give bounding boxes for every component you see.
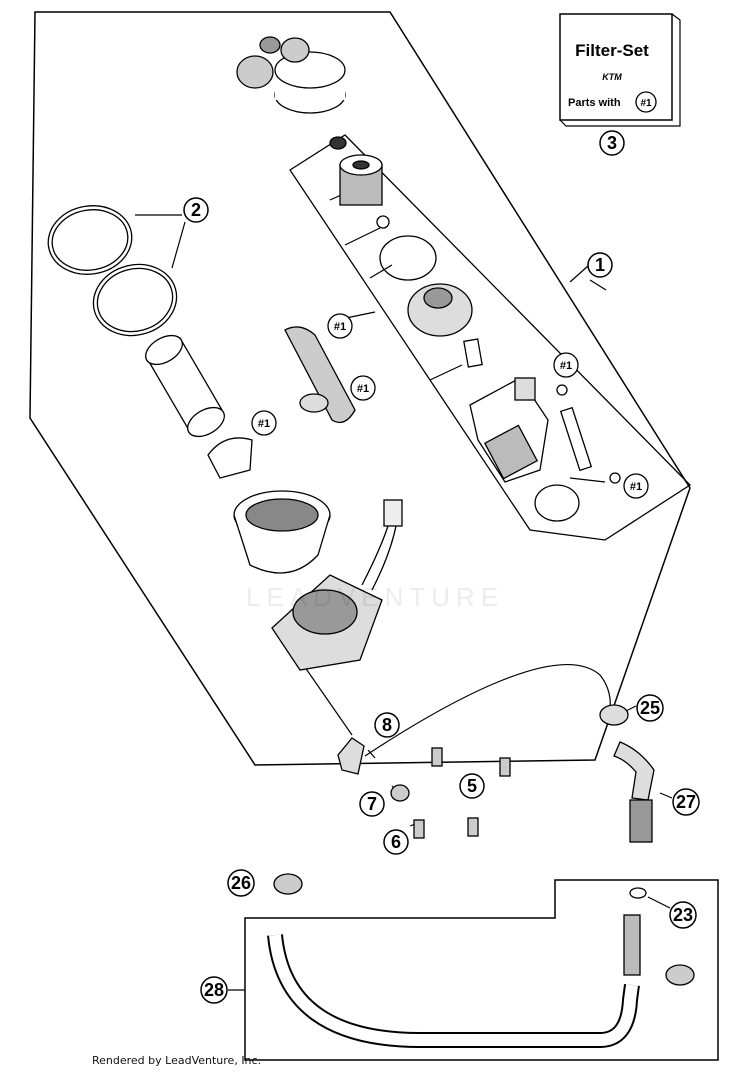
- strainer: [284, 326, 356, 424]
- svg-text:1: 1: [595, 255, 605, 275]
- o-ring-large-a: [47, 205, 133, 275]
- svg-text:#1: #1: [357, 383, 369, 395]
- screws: [390, 747, 511, 839]
- hose-clamp-26: [273, 873, 303, 895]
- svg-text:3: 3: [607, 133, 617, 153]
- small-o-ring-top: [376, 215, 390, 229]
- fitting: [623, 914, 641, 976]
- connector-tube: [463, 338, 483, 368]
- callout-28: 28: [200, 976, 228, 1004]
- tag-1-e: #1: [623, 473, 649, 499]
- svg-text:27: 27: [676, 792, 696, 812]
- svg-text:#1: #1: [560, 360, 572, 372]
- o-ring-large-a-inner: [51, 209, 129, 271]
- small-o-ring-right-b: [609, 472, 621, 484]
- elbow-connector: [613, 741, 655, 843]
- pump-flange: [271, 574, 383, 671]
- callout-2: 2: [183, 197, 209, 223]
- pump-motor: [469, 377, 549, 483]
- o-ring-medium: [379, 235, 437, 281]
- tag-1-a: #1: [327, 313, 353, 339]
- filter-set-parts-tag: #1: [640, 98, 652, 109]
- callout-7: 7: [359, 791, 385, 817]
- parts: [47, 36, 695, 1048]
- filter-set-parts-text: Parts with: [568, 97, 621, 109]
- callout-26: 26: [227, 869, 255, 897]
- tag-1-c: #1: [251, 410, 277, 436]
- hose-clamp-kit: [665, 964, 695, 986]
- svg-text:8: 8: [382, 715, 392, 735]
- leader-lines: [135, 179, 673, 991]
- tag-1-d: #1: [553, 352, 579, 378]
- svg-text:#1: #1: [630, 481, 642, 493]
- main-assembly-outline: [29, 11, 691, 766]
- svg-text:7: 7: [367, 794, 377, 814]
- bracket: [207, 437, 253, 479]
- svg-text:26: 26: [231, 873, 251, 893]
- svg-text:2: 2: [191, 200, 201, 220]
- callout-1: 1: [587, 252, 613, 278]
- svg-text:23: 23: [673, 905, 693, 925]
- o-ring-large-b-inner: [96, 267, 174, 333]
- svg-text:#1: #1: [258, 418, 270, 430]
- hose-bracket: [337, 737, 365, 775]
- callout-8: 8: [374, 712, 400, 738]
- filter-set-brand: KTM: [602, 72, 622, 82]
- base-cup: [233, 490, 331, 574]
- spring: [329, 136, 347, 150]
- callout-3: 3: [599, 130, 625, 156]
- pump-head: [236, 36, 346, 114]
- svg-text:28: 28: [204, 980, 224, 1000]
- svg-text:6: 6: [391, 832, 401, 852]
- callout-6: 6: [383, 829, 409, 855]
- footer-credit: Rendered by LeadVenture, Inc.: [92, 1054, 262, 1067]
- callout-27: 27: [672, 788, 700, 816]
- o-ring-bottom: [534, 484, 580, 522]
- clip: [299, 393, 329, 413]
- callout-23: 23: [669, 901, 697, 929]
- wire-connector: [361, 499, 403, 591]
- callout-5: 5: [459, 773, 485, 799]
- filter-set-box: Filter-Set KTM Parts with #1: [559, 13, 681, 127]
- o-ring-23: [629, 887, 647, 899]
- tag-1-b: #1: [350, 375, 376, 401]
- o-ring-large-b: [92, 263, 178, 337]
- filter-element: [339, 154, 383, 206]
- svg-text:25: 25: [640, 698, 660, 718]
- hose-clamp-25: [599, 704, 629, 726]
- svg-text:5: 5: [467, 776, 477, 796]
- hose-kit-outline: [244, 879, 719, 1061]
- filter-cover: [407, 283, 473, 337]
- callout-25: 25: [636, 694, 664, 722]
- filter-set-title: Filter-Set: [575, 41, 649, 60]
- svg-text:#1: #1: [334, 321, 346, 333]
- pin: [559, 406, 593, 472]
- small-o-ring-right-a: [556, 384, 568, 396]
- watermark: LEADVENTURE: [246, 582, 505, 612]
- sleeve: [145, 334, 225, 438]
